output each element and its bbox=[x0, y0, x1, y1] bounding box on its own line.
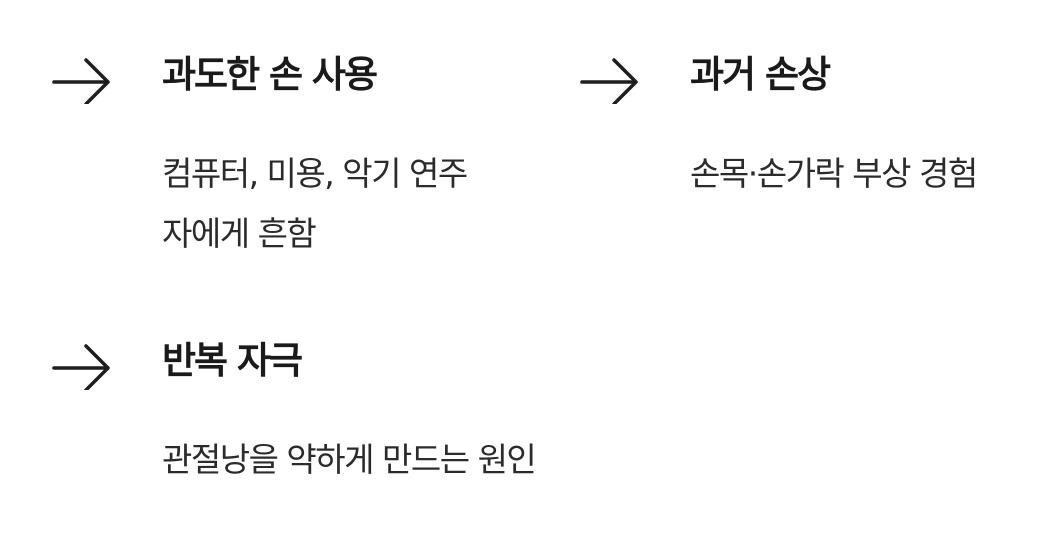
cause-description: 손목·손가락 부상 경험 bbox=[690, 144, 978, 204]
description-line: 관절낭을 약하게 만드는 원인 bbox=[162, 440, 537, 479]
arrow-right-icon bbox=[52, 338, 112, 390]
description-line: 컴퓨터, 미용, 악기 연주 bbox=[162, 154, 468, 193]
description-line: 자에게 흔함 bbox=[162, 214, 317, 253]
cause-title: 반복 자극 bbox=[162, 339, 303, 382]
cause-description: 컴퓨터, 미용, 악기 연주 자에게 흔함 bbox=[162, 144, 468, 264]
arrow-right-icon bbox=[52, 52, 112, 104]
cause-title: 과거 손상 bbox=[690, 53, 831, 96]
cause-title: 과도한 손 사용 bbox=[162, 53, 378, 96]
arrow-right-icon bbox=[580, 52, 640, 104]
cause-description: 관절낭을 약하게 만드는 원인 bbox=[162, 430, 537, 490]
description-line: 손목·손가락 부상 경험 bbox=[690, 154, 978, 193]
